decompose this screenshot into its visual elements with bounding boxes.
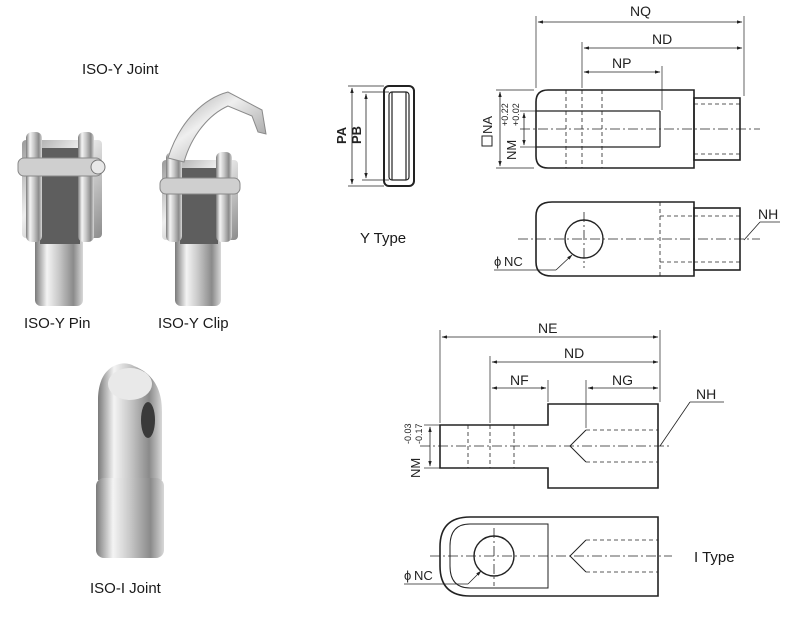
nd-label-i: ND bbox=[564, 345, 584, 361]
nc-label-i: NC bbox=[414, 568, 433, 583]
iso-y-pin-photo bbox=[17, 132, 106, 306]
y-type-top-view bbox=[496, 16, 760, 169]
phi-symbol-y: ϕ bbox=[494, 254, 501, 269]
nm-tol-lower-i: -0.17 bbox=[414, 423, 424, 444]
iso-y-pin-label: ISO-Y Pin bbox=[24, 315, 91, 332]
nh-label-i: NH bbox=[696, 386, 716, 402]
i-type-side-view bbox=[404, 516, 672, 597]
nm-tol-lower-y: +0.02 bbox=[511, 103, 521, 126]
iso-i-joint-photo bbox=[96, 363, 164, 558]
pin-end-view bbox=[348, 85, 415, 187]
nd-label-y: ND bbox=[652, 31, 672, 47]
na-label: NA bbox=[480, 116, 495, 134]
phi-symbol-i: ϕ bbox=[404, 568, 411, 583]
nh-label-y: NH bbox=[758, 206, 778, 222]
nm-tol-upper-y: +0.22 bbox=[500, 103, 510, 126]
nm-label-y: NM bbox=[504, 140, 519, 160]
nf-label: NF bbox=[510, 372, 529, 388]
pa-label: PA bbox=[334, 126, 349, 144]
iso-i-joint-label: ISO-I Joint bbox=[90, 580, 161, 597]
i-type-top-view bbox=[420, 330, 724, 489]
ng-label: NG bbox=[612, 372, 633, 388]
ne-label: NE bbox=[538, 320, 557, 336]
y-type-side-view bbox=[494, 201, 780, 277]
nm-label-i: NM bbox=[408, 458, 423, 478]
iso-y-clip-label: ISO-Y Clip bbox=[158, 315, 229, 332]
pb-label: PB bbox=[349, 126, 364, 144]
nm-tol-upper-i: -0.03 bbox=[403, 423, 413, 444]
i-type-caption: I Type bbox=[694, 549, 735, 566]
y-type-caption: Y Type bbox=[360, 230, 407, 247]
nq-label: NQ bbox=[630, 3, 651, 19]
iso-y-joint-label: ISO-Y Joint bbox=[82, 61, 159, 78]
np-label: NP bbox=[612, 55, 631, 71]
nc-label-y: NC bbox=[504, 254, 523, 269]
square-symbol bbox=[481, 135, 493, 147]
iso-y-clip-photo bbox=[159, 91, 267, 306]
